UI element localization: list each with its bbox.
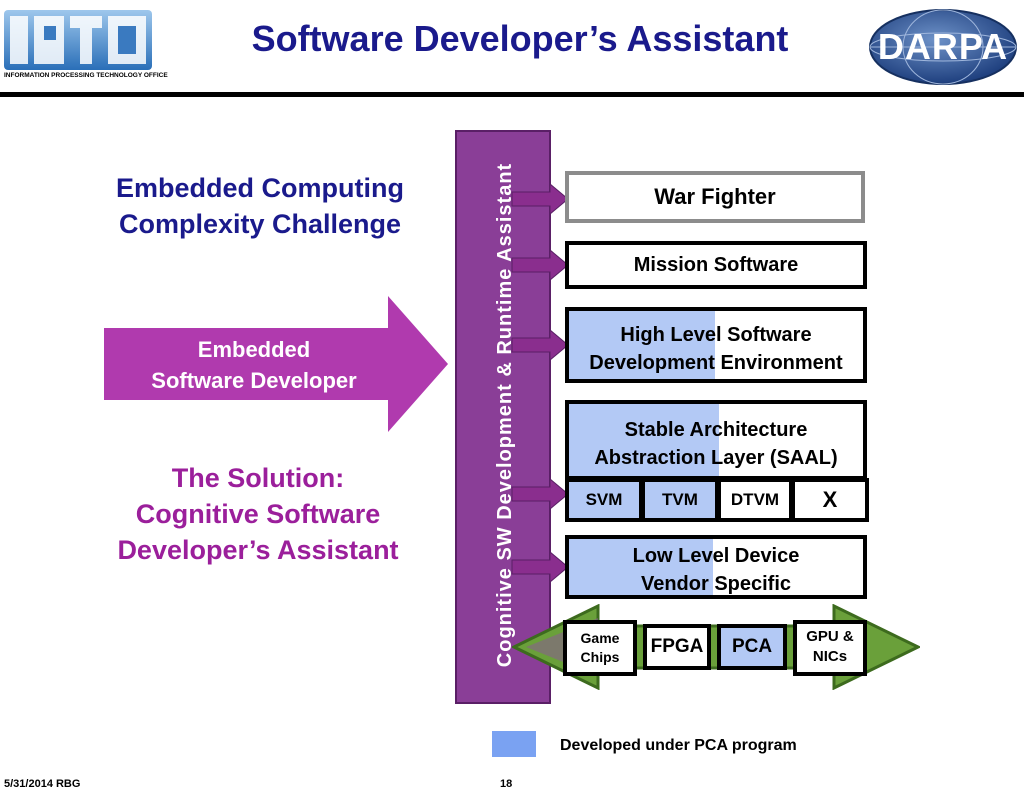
ipto-logo-graphic <box>4 10 152 70</box>
vm-row: SVM TVM DTVM X <box>565 478 869 522</box>
hlsde-line-1: High Level Software <box>620 324 812 346</box>
saal-box: Stable Architecture Abstraction Layer (S… <box>565 400 867 480</box>
darpa-logo: DARPA <box>868 8 1018 86</box>
connector-arrow-lld <box>511 550 569 584</box>
game-chips-label: Game Chips <box>567 624 633 667</box>
gpu-nics-box: GPU & NICs <box>793 620 867 676</box>
dtvm-label: DTVM <box>730 490 780 509</box>
developer-arrow: Embedded Software Developer <box>104 296 448 432</box>
solution-line-1: The Solution: <box>171 463 345 493</box>
lld-pca-fill <box>569 539 713 595</box>
lld-line-1: Low Level Device <box>632 545 800 567</box>
legend-swatch <box>492 731 536 757</box>
tvm-box: TVM <box>645 482 715 518</box>
gpu-nics-line-1: GPU & <box>806 628 854 645</box>
saal-line-1: Stable Architecture <box>624 419 808 441</box>
low-level-device-box: Low Level Device Vendor Specific <box>565 535 867 599</box>
tvm-label: TVM <box>662 490 698 509</box>
hlsde-label: High Level Software Development Environm… <box>569 311 863 377</box>
header-rule <box>0 92 1024 97</box>
solution-line-3: Developer’s Assistant <box>117 535 399 565</box>
ipto-logo: INFORMATION PROCESSING TECHNOLOGY OFFICE <box>4 6 168 86</box>
connector-arrow-vm <box>511 477 569 511</box>
game-chips-line-1: Game <box>580 630 620 646</box>
x-box: X <box>795 482 865 518</box>
svm-label: SVM <box>585 490 623 509</box>
connector-arrow-mission <box>511 248 569 282</box>
challenge-heading: Embedded Computing Complexity Challenge <box>60 170 460 242</box>
gpu-nics-line-2: NICs <box>812 648 848 665</box>
hlsde-pca-fill <box>569 311 715 379</box>
darpa-globe-icon <box>869 9 1017 85</box>
mission-software-box: Mission Software <box>565 241 867 289</box>
legend-label: Developed under PCA program <box>560 737 797 754</box>
solution-heading: The Solution: Cognitive Software Develop… <box>56 460 460 568</box>
gpu-nics-label: GPU & NICs <box>797 624 863 667</box>
fpga-box: FPGA <box>643 624 711 670</box>
pca-box: PCA <box>717 624 787 670</box>
challenge-line-2: Complexity Challenge <box>118 209 402 239</box>
war-fighter-label: War Fighter <box>654 184 776 209</box>
lld-line-2: Vendor Specific <box>640 573 792 595</box>
svm-box: SVM <box>569 482 639 518</box>
mission-software-label: Mission Software <box>633 254 799 276</box>
connector-arrow-hlsde <box>511 328 569 362</box>
pca-label: PCA <box>731 636 773 657</box>
developer-arrow-label: Embedded Software Developer <box>104 334 404 396</box>
darpa-wordmark: DARPA <box>877 26 1009 67</box>
x-label: X <box>822 487 838 512</box>
game-chips-box: Game Chips <box>563 620 637 676</box>
assistant-bar: Cognitive SW Development & Runtime Assis… <box>455 130 551 704</box>
page-number: 18 <box>500 778 513 790</box>
ipto-caption: INFORMATION PROCESSING TECHNOLOGY OFFICE <box>4 72 168 79</box>
fpga-label: FPGA <box>650 636 704 657</box>
connector-arrow-war-fighter <box>511 182 569 216</box>
saal-label: Stable Architecture Abstraction Layer (S… <box>569 404 863 472</box>
saal-pca-fill <box>569 404 719 476</box>
war-fighter-box: War Fighter <box>565 171 865 223</box>
page-title: Software Developer’s Assistant <box>251 18 789 59</box>
arrow-line-2: Software Developer <box>151 368 357 393</box>
developer-arrow-shape <box>104 296 448 432</box>
solution-line-2: Cognitive Software <box>135 499 381 529</box>
connector-arrows <box>511 182 569 584</box>
footer-date: 5/31/2014 RBG <box>4 778 81 790</box>
saal-line-2: Abstraction Layer (SAAL) <box>594 447 838 469</box>
lld-label: Low Level Device Vendor Specific <box>569 539 863 595</box>
dtvm-box: DTVM <box>721 482 789 518</box>
hlsde-line-2: Development Environment <box>589 352 843 374</box>
challenge-line-1: Embedded Computing <box>116 173 404 203</box>
arrow-line-1: Embedded <box>197 337 311 362</box>
hlsde-box: High Level Software Development Environm… <box>565 307 867 383</box>
game-chips-line-2: Chips <box>580 649 620 665</box>
